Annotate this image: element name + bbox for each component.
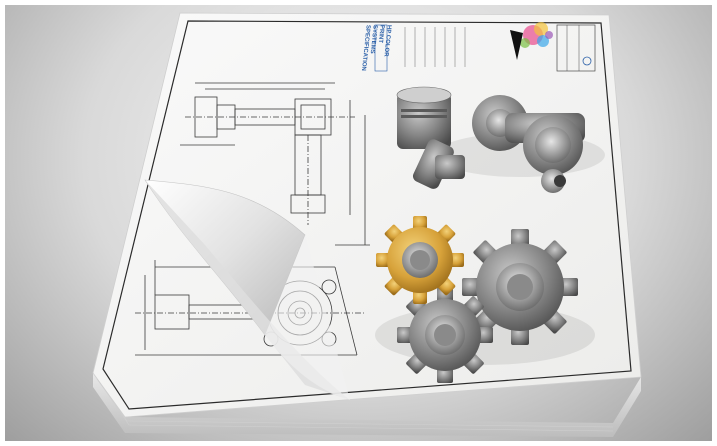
paper-stack-illustration [92, 12, 642, 437]
logo-splash [520, 22, 553, 48]
gold-gear [376, 216, 464, 304]
technical-drawing-top [180, 82, 370, 246]
brand-text: HP COLOR PRINT SYSTEMS SPECIFICATION [360, 25, 392, 71]
steel-gear-large [462, 229, 578, 345]
title-block-graphics [374, 22, 596, 72]
paper-edges [96, 378, 614, 432]
gear-render [375, 216, 595, 383]
title-block: HP COLOR PRINT SYSTEMS SPECIFICATION [360, 25, 599, 77]
page-curl [144, 179, 350, 400]
drawing-border [102, 20, 632, 410]
piston-render [396, 86, 605, 193]
photo-scene: HP COLOR PRINT SYSTEMS SPECIFICATION [5, 5, 712, 441]
steel-gear-small [397, 287, 493, 383]
paper-stack-side [93, 373, 641, 437]
logo-mark [510, 30, 523, 60]
